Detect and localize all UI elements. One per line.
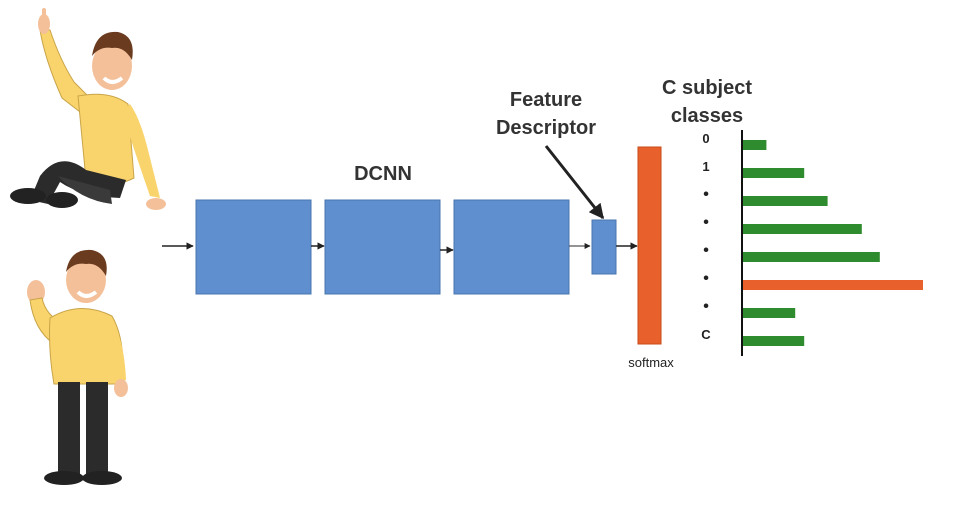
class-label: • (703, 242, 709, 259)
class-score-bar (743, 252, 880, 262)
class-label: • (703, 214, 709, 231)
feature-pointer-arrow (544, 145, 605, 220)
class-label: • (703, 186, 709, 203)
class-label: 1 (702, 159, 709, 174)
standing-person-icon (27, 249, 128, 485)
classes-label-line1: C subject (662, 77, 752, 99)
softmax-label: softmax (628, 355, 674, 370)
class-score-bar (743, 280, 923, 290)
feature-descriptor-label-line2: Descriptor (496, 117, 596, 139)
dcnn-block-3 (453, 199, 570, 295)
feature-descriptor-block (591, 219, 617, 275)
class-score-bar (743, 168, 805, 178)
dcnn-label: DCNN (354, 163, 412, 185)
class-score-bars: 0 1 • • • • • C (701, 131, 923, 346)
class-label: • (703, 270, 709, 287)
sitting-person-icon (10, 8, 166, 210)
class-score-bar (743, 196, 828, 206)
dcnn-block-1 (195, 199, 312, 295)
class-score-bar (743, 140, 767, 150)
class-label: C (701, 327, 711, 342)
class-score-bar (743, 308, 796, 318)
feature-descriptor-label-line1: Feature (510, 89, 582, 111)
class-label: 0 (702, 131, 709, 146)
classes-label-line2: classes (671, 105, 743, 127)
class-label: • (703, 298, 709, 315)
dcnn-block-2 (324, 199, 441, 295)
class-score-bar (743, 336, 805, 346)
class-score-bar (743, 224, 862, 234)
softmax-layer (637, 146, 662, 345)
